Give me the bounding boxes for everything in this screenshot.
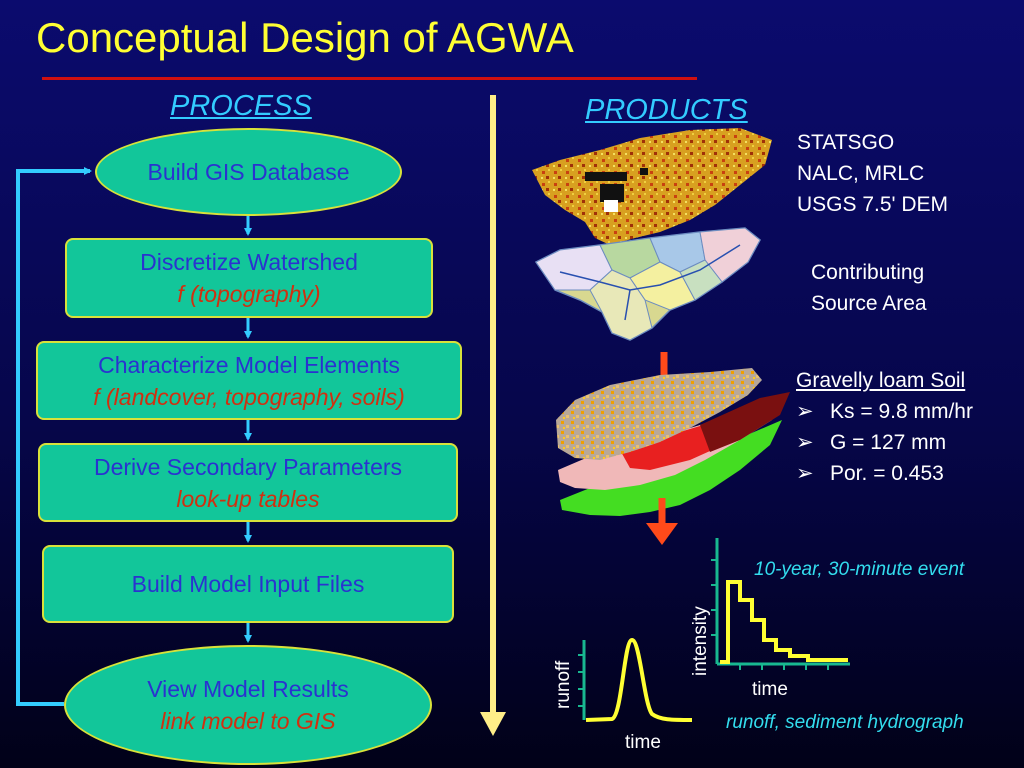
- contributing-line: Source Area: [811, 292, 927, 315]
- flow-arrow-lower: [646, 498, 678, 545]
- hyetograph-chart: [711, 538, 850, 670]
- build-gis-database-node: Build GIS Database: [95, 128, 402, 216]
- node-subtitle: link model to GIS: [160, 708, 336, 734]
- soil-item: ➢Ks = 9.8 mm/hr: [796, 396, 973, 427]
- timeline-arrow: [480, 95, 506, 736]
- node-title: View Model Results: [147, 676, 349, 702]
- node-subtitle: f (topography): [177, 281, 321, 307]
- build-model-input-files-node: Build Model Input Files: [42, 545, 454, 623]
- hyetograph-series: [720, 580, 848, 664]
- checkmark-arrow-icon: ➢: [796, 462, 814, 485]
- characterize-model-elements-node: Characterize Model Elements f (landcover…: [36, 341, 462, 420]
- hydrograph-caption: runoff, sediment hydrograph: [726, 712, 964, 733]
- node-title: Build GIS Database: [147, 159, 350, 185]
- process-heading: PROCESS: [170, 90, 312, 122]
- dataset-item: NALC, MRLC: [797, 162, 925, 185]
- dataset-item: USGS 7.5' DEM: [797, 193, 949, 216]
- node-title: Discretize Watershed: [140, 249, 358, 275]
- discretized-watershed-map: [534, 227, 761, 341]
- gis-datasets-label: STATSGO NALC, MRLC USGS 7.5' DEM: [797, 127, 948, 220]
- hyetograph-x-label: time: [752, 679, 788, 700]
- node-subtitle: f (landcover, topography, soils): [93, 383, 405, 410]
- node-title: Derive Secondary Parameters: [93, 453, 403, 480]
- soil-title: Gravelly loam Soil: [796, 369, 966, 392]
- checkmark-arrow-icon: ➢: [796, 431, 814, 454]
- hyetograph-caption: 10-year, 30-minute event: [754, 559, 965, 580]
- contributing-line: Contributing: [811, 261, 925, 284]
- hydrograph-y-label: runoff: [553, 660, 574, 709]
- view-model-results-node: View Model Results link model to GIS: [64, 645, 432, 765]
- title-underline: [42, 77, 697, 80]
- hydrograph-series: [585, 637, 693, 722]
- feedback-loop-connector: [16, 167, 92, 706]
- page-title: Conceptual Design of AGWA: [36, 14, 574, 61]
- products-heading: PRODUCTS: [585, 94, 748, 126]
- node-title: Build Model Input Files: [131, 571, 365, 597]
- hydrograph-x-label: time: [625, 732, 661, 753]
- layered-model-elements-map: [556, 368, 790, 516]
- node-title: Characterize Model Elements: [98, 351, 400, 378]
- hyetograph-y-label: intensity: [690, 606, 711, 676]
- node-subtitle: look-up tables: [176, 485, 320, 512]
- soil-item: ➢Por. = 0.453: [796, 458, 973, 489]
- dataset-item: STATSGO: [797, 131, 895, 154]
- derive-secondary-parameters-node: Derive Secondary Parameters look-up tabl…: [38, 443, 458, 522]
- soil-properties-label: Gravelly loam Soil ➢Ks = 9.8 mm/hr ➢G = …: [796, 365, 973, 489]
- discretize-watershed-node: Discretize Watershed f (topography): [65, 238, 433, 318]
- soil-item: ➢G = 127 mm: [796, 427, 973, 458]
- gis-database-map: [532, 128, 772, 245]
- hydrograph-chart: [578, 637, 693, 722]
- contributing-source-area-label: Contributing Source Area: [811, 257, 927, 319]
- checkmark-arrow-icon: ➢: [796, 400, 814, 423]
